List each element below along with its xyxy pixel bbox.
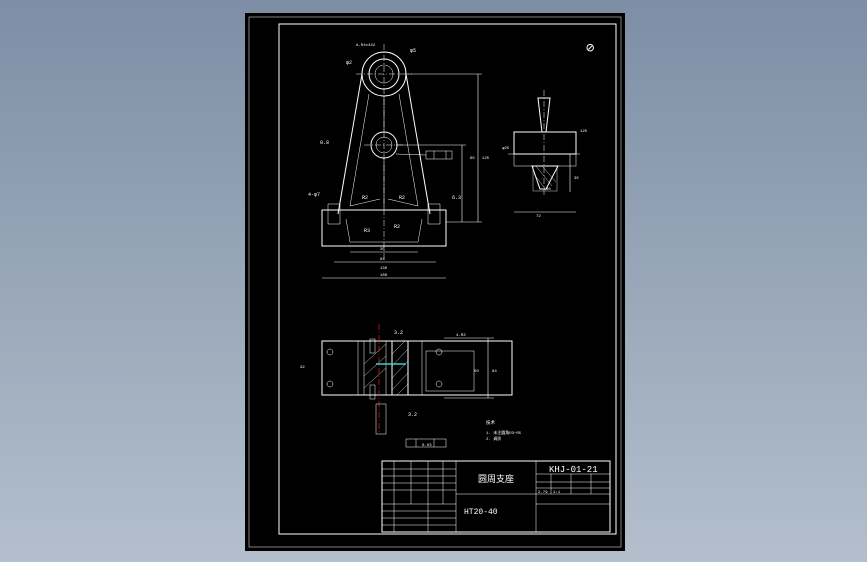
dim-label: 125 [580,130,588,134]
notes-heading: 技术 [486,419,495,426]
drawing-number: KHJ-01-21 [549,465,598,475]
dim-label: 84 [492,370,497,374]
part-name: 圆周支座 [478,473,514,485]
dim-label: 180 [380,274,388,278]
dim-label: 32 [300,366,305,370]
dim-label: φ5 [410,48,416,54]
dim-label: φ25 [502,147,510,151]
dim-label: 35 [574,177,579,181]
technical-notes: 技术 1. 未注圆角R3~R5 2. 调质 [486,419,522,442]
dim-label: φ2 [346,60,352,66]
front-top-note: A-R4x442 [356,44,376,48]
dim-label: 130 [380,267,388,271]
dim-label: 50 [474,370,479,374]
title-block: 圆周支座 KHJ-01-21 HT20-40 2.79 1:1 [381,460,611,533]
side-view: 72 35 40 125 φ25 [502,90,588,219]
dim-label: 65 [470,157,475,161]
dim-label: 0.8 [320,140,329,146]
dim-label: 0.03 [422,444,432,448]
dim-label: R2 [362,195,368,201]
cad-drawing: ⊘ A [248,16,622,548]
dim-label: 40 [546,188,551,192]
top-view: 3.2 4-R3 84 50 32 0.03 3.2 [300,324,513,448]
dim-label: 6.3 [452,195,461,201]
dim-label: 4-R3 [456,334,466,338]
scale-value: 1:1 [553,491,561,495]
dim-label: 84 [380,258,385,262]
dim-label: R2 [394,224,400,230]
dim-label: R3 [364,228,370,234]
notes-line: 2. 调质 [486,435,501,442]
mass-value: 2.79 [538,491,548,495]
inner-frame [278,23,617,535]
notes-line: 1. 未注圆角R3~R5 [486,429,522,436]
outer-frame [248,16,622,548]
front-view: A-R4x442 φ5 φ2 R2 R2 R3 R2 65 125 180 35… [308,44,490,279]
dim-label: 4-φ7 [308,192,320,198]
roughness-symbol: ⊘ [586,41,595,57]
dim-label: 125 [482,157,490,161]
dim-label: 3.2 [394,330,403,336]
dim-label: 72 [536,215,541,219]
dim-label: 35 [380,248,385,252]
dim-label: 3.2 [408,412,417,418]
material: HT20-40 [464,508,498,517]
drawing-viewport[interactable]: ⊘ A [245,13,625,551]
dim-label: R2 [399,195,405,201]
